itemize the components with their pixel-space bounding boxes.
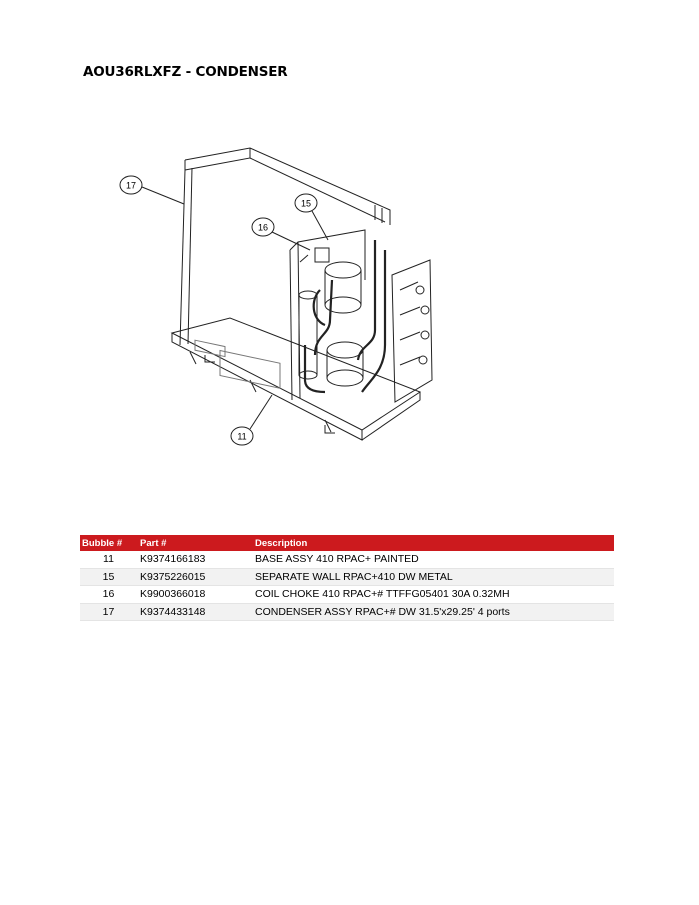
part-cell: K9900366018 [137,585,252,604]
base-feet [204,355,335,434]
callout-15: 15 [294,193,329,241]
callout-16-label: 16 [258,223,268,233]
callout-17: 17 [119,175,185,205]
header-bubble: Bubble # [80,535,137,551]
part-cell: K9375226015 [137,568,252,586]
callout-11-label: 11 [237,432,246,442]
table-row: 17 K9374433148 CONDENSER ASSY RPAC+# DW … [80,603,614,621]
table-row: 11 K9374166183 BASE ASSY 410 RPAC+ PAINT… [80,551,614,569]
header-description: Description [252,535,614,551]
table-row: 16 K9900366018 COIL CHOKE 410 RPAC+# TTF… [80,585,614,604]
table-row: 15 K9375226015 SEPARATE WALL RPAC+410 DW… [80,568,614,586]
bubble-cell: 11 [80,551,137,569]
bubble-cell: 16 [80,585,137,604]
condenser-exploded-diagram: 17 16 15 11 [119,147,433,446]
parts-table: Bubble # Part # Description 11 K93741661… [80,535,614,621]
bubble-cell: 15 [80,568,137,586]
description-cell: CONDENSER ASSY RPAC+# DW 31.5'x29.25' 4 … [252,603,614,621]
description-cell: COIL CHOKE 410 RPAC+# TTFFG05401 30A 0.3… [252,585,614,604]
callout-15-label: 15 [301,199,311,209]
callout-17-label: 17 [126,181,136,191]
condenser-coil-frame [179,147,391,346]
valve-panel [391,259,433,403]
refrigerant-piping [303,240,387,394]
callout-11: 11 [230,394,273,446]
base-pan [170,317,422,441]
compressor [324,261,364,387]
description-cell: SEPARATE WALL RPAC+410 DW METAL [252,568,614,586]
choke-coil [299,247,330,263]
header-part: Part # [137,535,252,551]
part-cell: K9374166183 [137,551,252,569]
page-title: AOU36RLXFZ - CONDENSER [83,64,288,80]
table-header-row: Bubble # Part # Description [80,535,614,551]
callout-16: 16 [251,217,311,251]
part-cell: K9374433148 [137,603,252,621]
bubble-cell: 17 [80,603,137,621]
description-cell: BASE ASSY 410 RPAC+ PAINTED [252,551,614,569]
accumulator [298,290,318,380]
